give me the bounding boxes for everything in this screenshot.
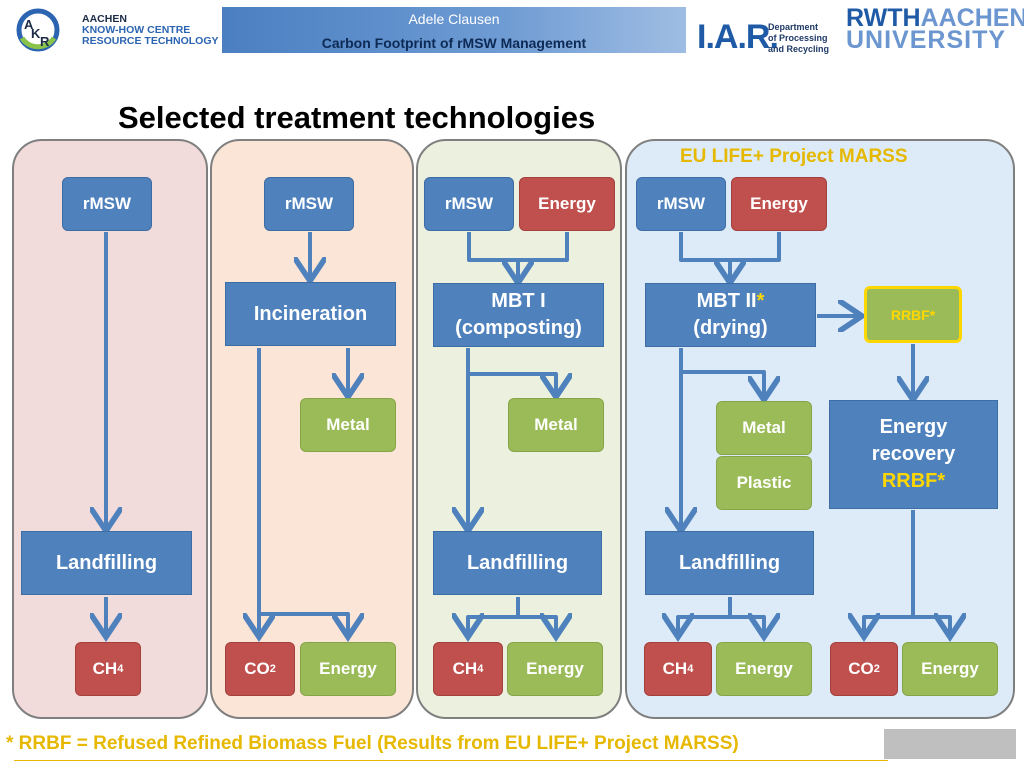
svg-text:A: A — [24, 17, 34, 32]
col2-incineration: Incineration — [225, 282, 396, 346]
col4-output-metal: Metal — [716, 401, 812, 455]
col3-output-metal: Metal — [508, 398, 604, 452]
svg-text:K: K — [31, 26, 41, 41]
col4-rrbf: RRBF* — [864, 286, 962, 343]
col1-landfilling: Landfilling — [21, 531, 192, 595]
iar-logo: I.A.R. — [697, 18, 779, 56]
header-title: Carbon Footprint of rMSW Management — [321, 35, 587, 51]
col4-output-plastic: Plastic — [716, 456, 812, 510]
col3-output-energy: Energy — [507, 642, 603, 696]
col3-mbt1-composting: MBT I(composting) — [433, 283, 604, 347]
akr-logo-text: AACHEN KNOW-HOW CENTRE RESOURCE TECHNOLO… — [82, 13, 219, 47]
akr-logo-icon: A K R — [16, 8, 60, 52]
col4-input-energy: Energy — [731, 177, 827, 231]
col3-landfilling: Landfilling — [433, 531, 602, 595]
col4-output-energy-2: Energy — [902, 642, 998, 696]
footer-line — [14, 760, 888, 761]
header-band — [222, 7, 686, 53]
footnote-rrbf: * RRBF = Refused Refined Biomass Fuel (R… — [6, 733, 739, 754]
col4-energy-recovery: Energy recovery RRBF* — [829, 400, 998, 509]
col2-output-energy: Energy — [300, 642, 396, 696]
header-author: Adele Clausen — [408, 11, 500, 27]
col4-landfilling: Landfilling — [645, 531, 814, 595]
rwth-logo: RWTHAACHEN UNIVERSITY — [846, 4, 1024, 54]
col4-output-energy-1: Energy — [716, 642, 812, 696]
col3-input-energy: Energy — [519, 177, 615, 231]
slide-title: Selected treatment technologies — [118, 100, 596, 135]
marss-project-label: EU LIFE+ Project MARSS — [680, 146, 908, 167]
col4-input-rmsw: rMSW — [636, 177, 726, 231]
iar-department-text: Department of Processing and Recycling — [768, 22, 830, 54]
col2-input-rmsw: rMSW — [264, 177, 354, 231]
col4-mbt2-drying: MBT II* (drying) — [645, 283, 816, 347]
col3-input-rmsw: rMSW — [424, 177, 514, 231]
footer-gray-block — [884, 729, 1016, 759]
col1-input-rmsw: rMSW — [62, 177, 152, 231]
col2-output-metal: Metal — [300, 398, 396, 452]
svg-text:R: R — [40, 34, 50, 49]
